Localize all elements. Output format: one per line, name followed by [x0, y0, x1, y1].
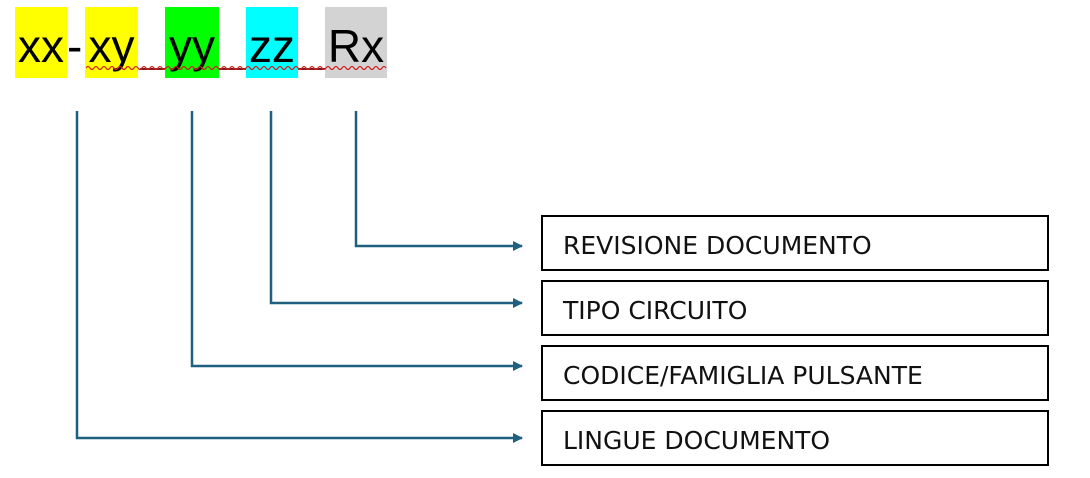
label-codice-famiglia-pulsante: CODICE/FAMIGLIA PULSANTE: [541, 345, 1049, 401]
underline-mark: [219, 68, 246, 70]
document-code: xx - xy yy zz Rx: [0, 0, 1090, 90]
connector-zz-to-tipo-circuito: [269, 111, 523, 308]
label-revisione-documento: REVISIONE DOCUMENTO: [541, 215, 1049, 271]
underline-mark: [140, 68, 165, 70]
code-part-xy: xy: [85, 7, 138, 78]
label-text: TIPO CIRCUITO: [563, 296, 748, 325]
label-lingue-documento: LINGUE DOCUMENTO: [541, 410, 1049, 466]
connector-rx-to-revisione: [354, 111, 523, 251]
label-tipo-circuito: TIPO CIRCUITO: [541, 280, 1049, 336]
label-text: CODICE/FAMIGLIA PULSANTE: [563, 361, 923, 390]
connector-xx-to-lingue: [75, 111, 523, 443]
connector-yy-to-codice: [190, 111, 523, 371]
label-text: LINGUE DOCUMENTO: [563, 426, 831, 455]
label-text: REVISIONE DOCUMENTO: [563, 231, 872, 260]
spellcheck-squiggle: [86, 65, 387, 70]
code-part-xx: xx: [15, 7, 67, 78]
underline-mark: [298, 68, 325, 70]
code-separator: -: [67, 20, 83, 72]
